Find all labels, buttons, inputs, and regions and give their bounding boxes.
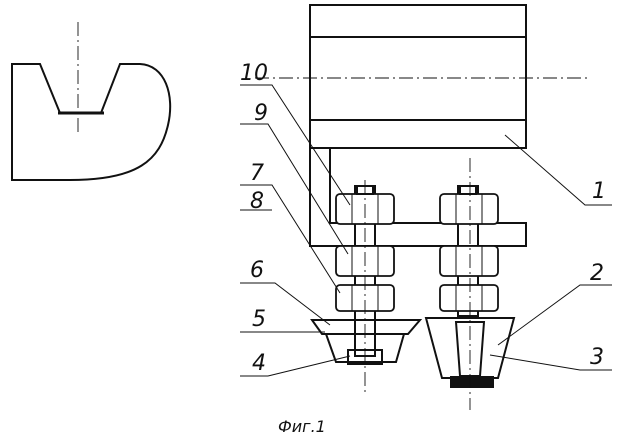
- housing-part-1: [255, 5, 590, 246]
- callout-1: 1: [592, 179, 606, 204]
- profile-section: [12, 22, 170, 180]
- callout-4: 4: [252, 351, 266, 376]
- callout-8: 8: [250, 189, 264, 214]
- right-stud-assembly: [426, 158, 514, 410]
- callout-9: 9: [254, 101, 268, 126]
- callout-10: 10: [240, 61, 268, 86]
- left-stud-assembly: [312, 180, 420, 395]
- callout-3: 3: [590, 345, 604, 370]
- callout-2: 2: [590, 261, 604, 286]
- callout-5: 5: [252, 307, 266, 332]
- callout-6: 6: [250, 258, 264, 283]
- leader-lines: [240, 85, 612, 376]
- callout-7: 7: [250, 161, 264, 186]
- figure-caption: Фиг.1: [278, 417, 326, 436]
